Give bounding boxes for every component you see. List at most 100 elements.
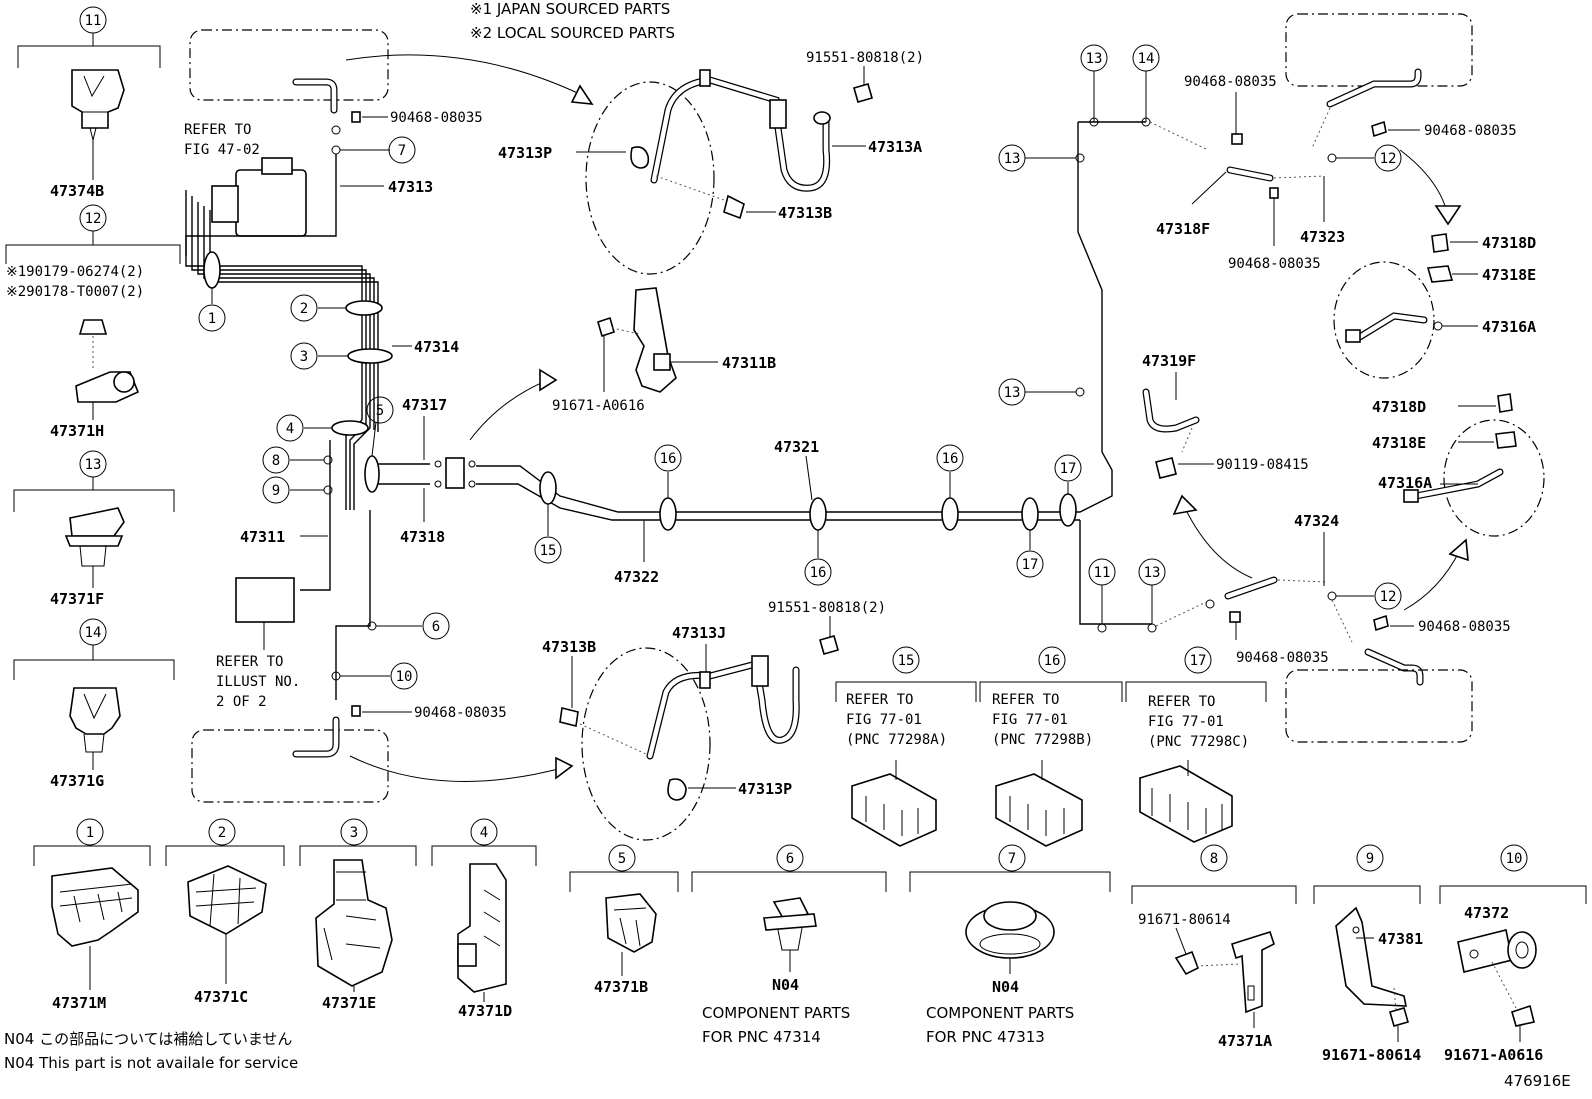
part-47318E-a[interactable]: 47318E bbox=[1482, 266, 1536, 284]
part-47371M[interactable]: 47371M bbox=[52, 994, 106, 1012]
callout-10-bottom[interactable]: 10 bbox=[1500, 844, 1528, 872]
clip-47371G-icon bbox=[69, 687, 121, 753]
callout-14-left[interactable]: 14 bbox=[79, 618, 107, 646]
callout-1-bottom[interactable]: 1 bbox=[76, 818, 104, 846]
callout-3-bottom[interactable]: 3 bbox=[340, 818, 368, 846]
callout-15-ref[interactable]: 15 bbox=[892, 646, 920, 674]
part-47311[interactable]: 47311 bbox=[240, 528, 285, 546]
part-47314[interactable]: 47314 bbox=[414, 338, 459, 356]
part-47381[interactable]: 47381 bbox=[1378, 930, 1423, 948]
part-47318E-b[interactable]: 47318E bbox=[1372, 434, 1426, 452]
part-47371G[interactable]: 47371G bbox=[50, 772, 104, 790]
callout-17-ref[interactable]: 17 bbox=[1184, 646, 1212, 674]
part-47316A-a[interactable]: 47316A bbox=[1482, 318, 1536, 336]
callout-13-left[interactable]: 13 bbox=[79, 450, 107, 478]
part-290178-T0007[interactable]: ※290178-T0007(2) bbox=[6, 284, 144, 300]
callout-6[interactable]: 6 bbox=[422, 612, 450, 640]
callout-12-b[interactable]: 12 bbox=[1374, 582, 1402, 610]
part-47324[interactable]: 47324 bbox=[1294, 512, 1339, 530]
part-91551-80818-a[interactable]: 91551-80818(2) bbox=[806, 50, 924, 66]
callout-11-right[interactable]: 11 bbox=[1088, 558, 1116, 586]
part-47371A[interactable]: 47371A bbox=[1218, 1032, 1272, 1050]
callout-12-left[interactable]: 12 bbox=[79, 204, 107, 232]
part-47311B[interactable]: 47311B bbox=[722, 354, 776, 372]
part-47371F[interactable]: 47371F bbox=[50, 590, 104, 608]
callout-2-bottom[interactable]: 2 bbox=[208, 818, 236, 846]
part-47372[interactable]: 47372 bbox=[1464, 904, 1509, 922]
callout-16-ref[interactable]: 16 bbox=[1038, 646, 1066, 674]
part-91551-80818-b[interactable]: 91551-80818(2) bbox=[768, 600, 886, 616]
part-90468-08035-g[interactable]: 90468-08035 bbox=[1236, 650, 1329, 666]
part-47316A-b[interactable]: 47316A bbox=[1378, 474, 1432, 492]
callout-6-bottom[interactable]: 6 bbox=[776, 844, 804, 872]
part-N04-a[interactable]: N04 bbox=[772, 976, 799, 994]
part-90468-08035-f[interactable]: 90468-08035 bbox=[1418, 619, 1511, 635]
part-90119-08415[interactable]: 90119-08415 bbox=[1216, 457, 1309, 473]
callout-9[interactable]: 9 bbox=[262, 476, 290, 504]
part-47371C[interactable]: 47371C bbox=[194, 988, 248, 1006]
part-91671-80614-b[interactable]: 91671-80614 bbox=[1322, 1046, 1421, 1064]
callout-4-bottom[interactable]: 4 bbox=[470, 818, 498, 846]
callout-2[interactable]: 2 bbox=[290, 294, 318, 322]
part-90468-08035-b[interactable]: 90468-08035 bbox=[414, 705, 507, 721]
callout-13-d[interactable]: 13 bbox=[1138, 558, 1166, 586]
part-91671-80614-a[interactable]: 91671-80614 bbox=[1138, 912, 1231, 928]
callout-16-a[interactable]: 16 bbox=[654, 444, 682, 472]
part-47318F[interactable]: 47318F bbox=[1156, 220, 1210, 238]
callout-13-c[interactable]: 13 bbox=[998, 378, 1026, 406]
part-47319F[interactable]: 47319F bbox=[1142, 352, 1196, 370]
callout-5-bottom[interactable]: 5 bbox=[608, 844, 636, 872]
part-47313B-b[interactable]: 47313B bbox=[542, 638, 596, 656]
callout-15[interactable]: 15 bbox=[534, 536, 562, 564]
callout-9-bottom[interactable]: 9 bbox=[1356, 844, 1384, 872]
callout-4[interactable]: 4 bbox=[276, 414, 304, 442]
part-47313J[interactable]: 47313J bbox=[672, 624, 726, 642]
callout-5[interactable]: 5 bbox=[366, 396, 394, 424]
part-47313B-a[interactable]: 47313B bbox=[778, 204, 832, 222]
clamp-17-icon bbox=[1139, 760, 1233, 843]
part-47371H[interactable]: 47371H bbox=[50, 422, 104, 440]
callout-3[interactable]: 3 bbox=[290, 342, 318, 370]
part-90468-08035-a[interactable]: 90468-08035 bbox=[390, 110, 483, 126]
part-47371B[interactable]: 47371B bbox=[594, 978, 648, 996]
part-47322[interactable]: 47322 bbox=[614, 568, 659, 586]
callout-17-b[interactable]: 17 bbox=[1054, 454, 1082, 482]
part-47313P-a[interactable]: 47313P bbox=[498, 144, 552, 162]
svg-text:2: 2 bbox=[300, 301, 308, 317]
callout-17-a[interactable]: 17 bbox=[1016, 550, 1044, 578]
part-47371E[interactable]: 47371E bbox=[322, 994, 376, 1012]
callout-16-c[interactable]: 16 bbox=[936, 444, 964, 472]
callout-13-a[interactable]: 13 bbox=[1080, 44, 1108, 72]
callout-10[interactable]: 10 bbox=[390, 662, 418, 690]
part-190179-06274[interactable]: ※190179-06274(2) bbox=[6, 264, 144, 280]
callout-7-bottom[interactable]: 7 bbox=[998, 844, 1026, 872]
part-91671-A0616-b[interactable]: 91671-A0616 bbox=[1444, 1046, 1543, 1064]
callout-11-left[interactable]: 11 bbox=[79, 6, 107, 34]
svg-text:13: 13 bbox=[1086, 51, 1103, 67]
callout-16-b[interactable]: 16 bbox=[804, 558, 832, 586]
part-91671-A0616-a[interactable]: 91671-A0616 bbox=[552, 398, 645, 414]
part-90468-08035-c[interactable]: 90468-08035 bbox=[1184, 74, 1277, 90]
part-47317[interactable]: 47317 bbox=[402, 396, 447, 414]
part-47371D[interactable]: 47371D bbox=[458, 1002, 512, 1020]
part-90468-08035-d[interactable]: 90468-08035 bbox=[1228, 256, 1321, 272]
callout-1[interactable]: 1 bbox=[198, 304, 226, 332]
callout-14-right[interactable]: 14 bbox=[1132, 44, 1160, 72]
part-47374B[interactable]: 47374B bbox=[50, 182, 104, 200]
callout-12-a[interactable]: 12 bbox=[1374, 144, 1402, 172]
part-47323[interactable]: 47323 bbox=[1300, 228, 1345, 246]
callout-7[interactable]: 7 bbox=[388, 136, 416, 164]
part-47313P-b[interactable]: 47313P bbox=[738, 780, 792, 798]
part-47318D-a[interactable]: 47318D bbox=[1482, 234, 1536, 252]
part-47313A[interactable]: 47313A bbox=[868, 138, 922, 156]
part-90468-08035-e[interactable]: 90468-08035 bbox=[1424, 123, 1517, 139]
ref-16-line2: FIG 77-01 bbox=[992, 712, 1068, 728]
part-47318D-b[interactable]: 47318D bbox=[1372, 398, 1426, 416]
part-47313[interactable]: 47313 bbox=[388, 178, 433, 196]
part-47321[interactable]: 47321 bbox=[774, 438, 819, 456]
callout-8-bottom[interactable]: 8 bbox=[1200, 844, 1228, 872]
part-N04-b[interactable]: N04 bbox=[992, 978, 1019, 996]
callout-8[interactable]: 8 bbox=[262, 446, 290, 474]
part-47318[interactable]: 47318 bbox=[400, 528, 445, 546]
callout-13-b[interactable]: 13 bbox=[998, 144, 1026, 172]
